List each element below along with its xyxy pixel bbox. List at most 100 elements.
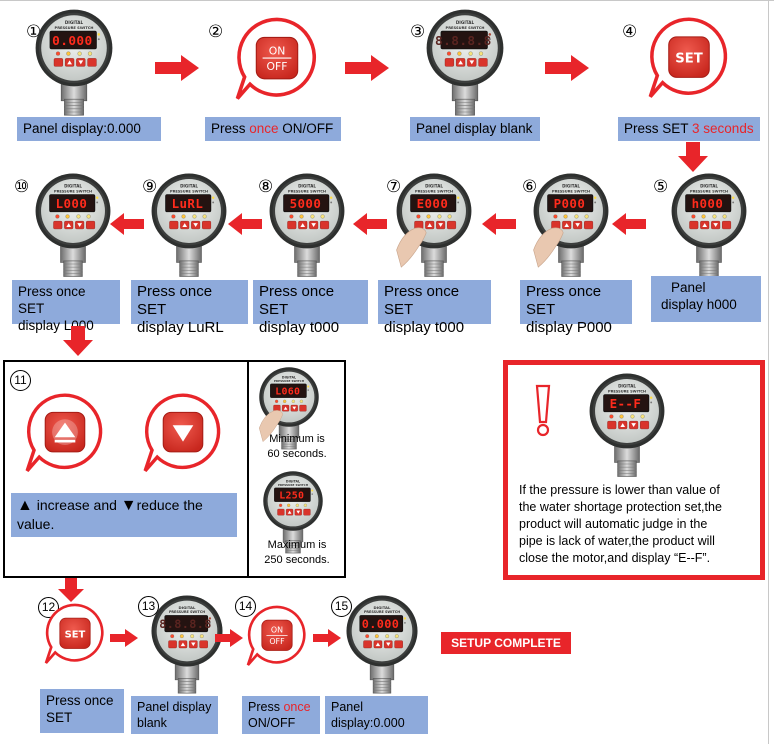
svg-text:L250: L250 (279, 491, 304, 502)
svg-text:DIGITAL: DIGITAL (64, 184, 82, 189)
svg-text:PRESSURE SWITCH: PRESSURE SWITCH (54, 189, 92, 193)
arrow-14-15 (313, 629, 341, 652)
step-11-label: ▲ increase and ▼reduce the value. (11, 493, 237, 537)
step-7-number: ⑦ (386, 177, 402, 197)
svg-text:PRESSURE SWITCH: PRESSURE SWITCH (278, 483, 309, 487)
svg-text:5000: 5000 (290, 196, 322, 211)
svg-text:DIGITAL: DIGITAL (374, 605, 391, 610)
svg-text:PRESSURE SWITCH: PRESSURE SWITCH (690, 189, 728, 193)
svg-text:PRESSURE SWITCH: PRESSURE SWITCH (446, 26, 485, 30)
arrow-3-4 (545, 55, 589, 86)
step-14-number: 14 (235, 596, 256, 617)
svg-text:PRESSURE SWITCH: PRESSURE SWITCH (552, 189, 590, 193)
svg-text:DIGITAL: DIGITAL (456, 20, 475, 25)
svg-text:PRESSURE SWITCH: PRESSURE SWITCH (274, 379, 305, 383)
down-button (140, 390, 226, 481)
down-triangle-icon: ▼ (120, 497, 137, 514)
exclamation-icon (533, 384, 553, 443)
step-4-label: Press SET 3 seconds (618, 117, 760, 141)
svg-text:E--F: E--F (610, 396, 642, 411)
svg-text:PRESSURE SWITCH: PRESSURE SWITCH (364, 610, 400, 614)
arrow-10-11 (63, 326, 93, 361)
svg-text:L060: L060 (275, 387, 300, 398)
step-9-number: ⑨ (142, 177, 158, 197)
step-2-onoff-button: ON OFF (232, 14, 322, 109)
arrow-6-7 (482, 213, 516, 240)
top-border (0, 0, 774, 1)
svg-text:DIGITAL: DIGITAL (425, 184, 443, 189)
arrow-8-9 (228, 213, 262, 240)
svg-text:DIGITAL: DIGITAL (618, 384, 636, 389)
step-4-number: ④ (622, 22, 638, 42)
svg-text:OFF: OFF (269, 637, 285, 646)
svg-text:L000: L000 (56, 196, 88, 211)
step-4-set-button: SET (645, 14, 733, 107)
step-1-label: Panel display:0.000 (17, 117, 161, 141)
svg-text:OFF: OFF (267, 60, 288, 73)
svg-text:ON: ON (271, 626, 283, 635)
step-15-number: 15 (331, 596, 352, 617)
arrow-9-10 (110, 213, 144, 240)
step-5-number: ⑤ (653, 177, 669, 197)
svg-text:E000: E000 (417, 196, 449, 211)
step-3-label: Panel display blank (410, 117, 540, 141)
svg-text:PRESSURE SWITCH: PRESSURE SWITCH (55, 26, 94, 30)
step-11-limits-box (247, 360, 346, 578)
svg-text:DIGITAL: DIGITAL (65, 20, 84, 25)
right-border (768, 0, 769, 744)
svg-text:DIGITAL: DIGITAL (562, 184, 580, 189)
svg-text:8.8.8.8: 8.8.8.8 (159, 617, 211, 631)
step-6-number: ⑥ (522, 177, 538, 197)
svg-text:DIGITAL: DIGITAL (298, 184, 316, 189)
svg-text:ON: ON (269, 45, 286, 58)
step-11-number: 11 (10, 370, 31, 391)
svg-text:P000: P000 (554, 196, 586, 211)
arrow-4-5 (678, 142, 708, 177)
svg-text:h000: h000 (692, 196, 724, 211)
up-triangle-icon: ▲ (17, 497, 33, 514)
svg-text:LuRL: LuRL (172, 196, 204, 211)
up-button (22, 390, 108, 481)
step-2-number: ② (208, 22, 224, 42)
setup-complete-badge: SETUP COMPLETE (441, 632, 571, 654)
svg-text:PRESSURE SWITCH: PRESSURE SWITCH (288, 189, 326, 193)
arrow-12-13 (110, 629, 138, 652)
svg-text:PRESSURE SWITCH: PRESSURE SWITCH (608, 389, 646, 393)
svg-text:SET: SET (675, 51, 703, 66)
arrow-1-2 (155, 55, 199, 86)
arrow-5-6 (612, 213, 646, 240)
step-8-number: ⑧ (258, 177, 274, 197)
svg-text:0.000: 0.000 (362, 617, 399, 631)
svg-text:0.000: 0.000 (52, 34, 92, 49)
svg-text:8.8.8.8: 8.8.8.8 (435, 34, 492, 49)
svg-text:SET: SET (65, 629, 86, 640)
svg-text:DIGITAL: DIGITAL (179, 605, 196, 610)
arrow-2-3 (345, 55, 389, 86)
arrow-7-8 (353, 213, 387, 240)
step-10-number: ⑩ (14, 177, 30, 197)
svg-text:PRESSURE SWITCH: PRESSURE SWITCH (170, 189, 208, 193)
step-14-onoff-button: ON OFF (244, 603, 310, 674)
svg-text:DIGITAL: DIGITAL (700, 184, 718, 189)
